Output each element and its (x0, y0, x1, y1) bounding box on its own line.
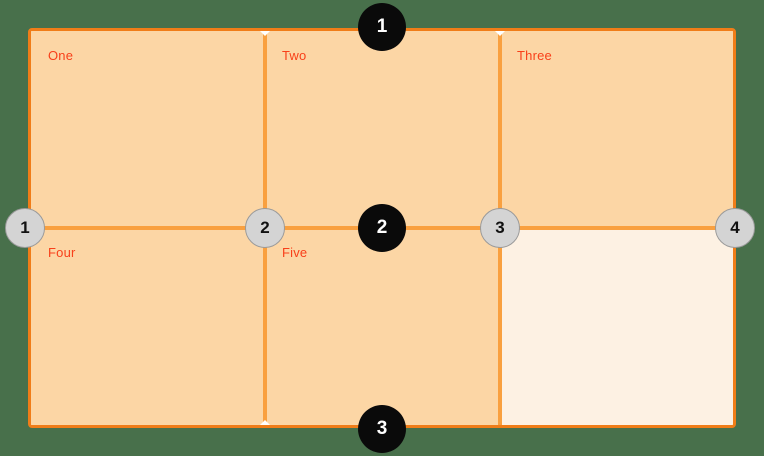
row-handle-1-label: 1 (376, 16, 388, 37)
layout-grid[interactable]: One Two Three Four Five (28, 28, 736, 428)
grid-cell-five-label: Five (282, 245, 308, 260)
row-handle-2[interactable]: 2 (358, 204, 406, 252)
column-handle-2[interactable]: 2 (245, 208, 285, 248)
row-handle-3[interactable]: 3 (358, 405, 406, 453)
grid-cell-one-label: One (48, 48, 74, 63)
row-handle-3-label: 3 (376, 418, 388, 439)
row-handle-1[interactable]: 1 (358, 3, 406, 51)
column-divider-1-bottom-notch-icon (260, 420, 270, 425)
column-handle-3-label: 3 (495, 218, 505, 237)
grid-cell-two-label: Two (282, 48, 307, 63)
column-handle-4[interactable]: 4 (715, 208, 755, 248)
column-divider-2-top-notch-icon (495, 31, 505, 36)
grid-cell-four-label: Four (48, 245, 76, 260)
grid-cell-one[interactable]: One (31, 31, 265, 228)
grid-cell-five[interactable]: Five (265, 228, 500, 425)
column-handle-1-label: 1 (20, 218, 30, 237)
column-handle-1[interactable]: 1 (5, 208, 45, 248)
column-divider-1-top-notch-icon (260, 31, 270, 36)
column-handle-2-label: 2 (260, 218, 270, 237)
grid-cell-four[interactable]: Four (31, 228, 265, 425)
row-handle-2-label: 2 (376, 217, 388, 238)
grid-cell-three-label: Three (517, 48, 552, 63)
column-handle-4-label: 4 (730, 218, 740, 237)
grid-cell-empty[interactable] (500, 228, 733, 425)
grid-cell-three[interactable]: Three (500, 31, 733, 228)
column-handle-3[interactable]: 3 (480, 208, 520, 248)
grid-cell-two[interactable]: Two (265, 31, 500, 228)
